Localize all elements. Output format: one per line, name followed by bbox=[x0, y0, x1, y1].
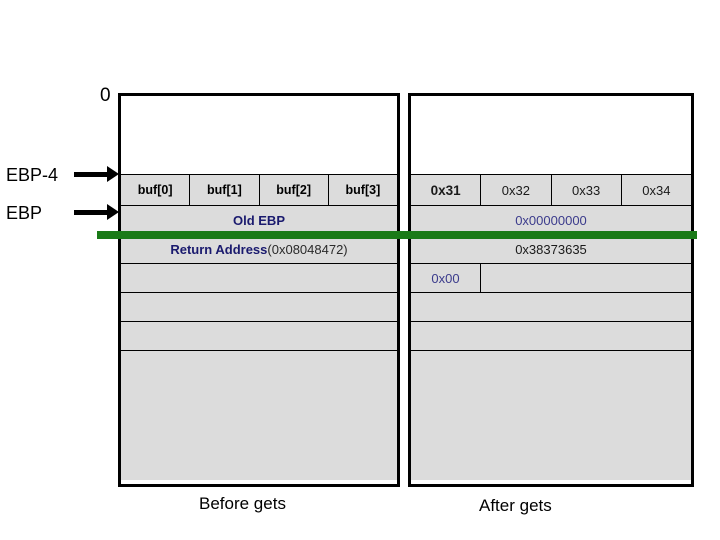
before-buffer-row: buf[0] buf[1] buf[2] buf[3] bbox=[121, 175, 397, 206]
before-empty-row-3 bbox=[121, 322, 397, 351]
after-next-byte-remainder bbox=[481, 264, 691, 292]
after-buffer-cell-2: 0x33 bbox=[551, 175, 622, 205]
before-return-address-label: Return Address(0x08048472) bbox=[170, 241, 348, 257]
after-buffer-cell-1-label: 0x32 bbox=[501, 182, 530, 198]
after-buffer-cell-0-label: 0x31 bbox=[430, 182, 461, 198]
before-buffer-cell-1-label: buf[1] bbox=[207, 183, 242, 197]
after-old-ebp-row: 0x00000000 bbox=[411, 206, 691, 235]
after-next-byte-cell: 0x00 bbox=[411, 264, 481, 292]
before-top-empty-region bbox=[121, 96, 397, 175]
before-return-address-value: (0x08048472) bbox=[267, 241, 348, 257]
after-tall-empty-block bbox=[411, 351, 691, 480]
before-empty-row-1 bbox=[121, 264, 397, 293]
after-buffer-cell-0: 0x31 bbox=[411, 175, 482, 205]
after-empty-row-1 bbox=[411, 293, 691, 322]
after-empty-row-2 bbox=[411, 322, 691, 351]
after-old-ebp-value: 0x00000000 bbox=[515, 212, 587, 228]
before-buffer-cell-2: buf[2] bbox=[259, 175, 329, 205]
after-return-address-value: 0x38373635 bbox=[515, 241, 587, 257]
caption-after-gets: After gets bbox=[479, 496, 552, 515]
before-buffer-cell-0-label: buf[0] bbox=[137, 183, 173, 197]
after-buffer-cell-3-label: 0x34 bbox=[642, 182, 671, 198]
pointer-label-ebp-minus-4: EBP-4 bbox=[6, 165, 59, 185]
after-buffer-cell-3: 0x34 bbox=[621, 175, 691, 205]
before-buffer-cell-2-label: buf[2] bbox=[276, 183, 311, 197]
stack-panel-after: 0x31 0x32 0x33 0x34 0x00000000 0x3837363… bbox=[408, 93, 694, 487]
after-buffer-cell-2-label: 0x33 bbox=[572, 182, 601, 198]
before-tall-empty-block bbox=[121, 351, 397, 480]
after-return-address-row: 0x38373635 bbox=[411, 235, 691, 264]
after-next-byte-row: 0x00 bbox=[411, 264, 691, 293]
before-buffer-cell-3: buf[3] bbox=[328, 175, 397, 205]
zero-offset-label: 0 bbox=[100, 85, 111, 106]
pointer-label-ebp: EBP bbox=[6, 203, 43, 223]
before-buffer-cell-3-label: buf[3] bbox=[345, 183, 381, 197]
after-top-empty-region bbox=[411, 96, 691, 175]
before-empty-row-2 bbox=[121, 293, 397, 322]
stack-panel-before: buf[0] buf[1] buf[2] buf[3] Old EBP Retu… bbox=[118, 93, 400, 487]
after-next-byte-value: 0x00 bbox=[431, 270, 460, 286]
overflow-boundary-line bbox=[97, 231, 697, 239]
pointer-arrow-ebp bbox=[74, 204, 119, 220]
after-buffer-row: 0x31 0x32 0x33 0x34 bbox=[411, 175, 691, 206]
before-buffer-cell-1: buf[1] bbox=[190, 175, 260, 205]
after-buffer-cell-1: 0x32 bbox=[481, 175, 552, 205]
before-old-ebp-label: Old EBP bbox=[232, 212, 285, 228]
pointer-arrow-ebp-minus-4 bbox=[74, 166, 119, 182]
before-buffer-cell-0: buf[0] bbox=[121, 175, 191, 205]
before-return-address-row: Return Address(0x08048472) bbox=[121, 235, 397, 264]
caption-before-gets: Before gets bbox=[199, 494, 286, 513]
